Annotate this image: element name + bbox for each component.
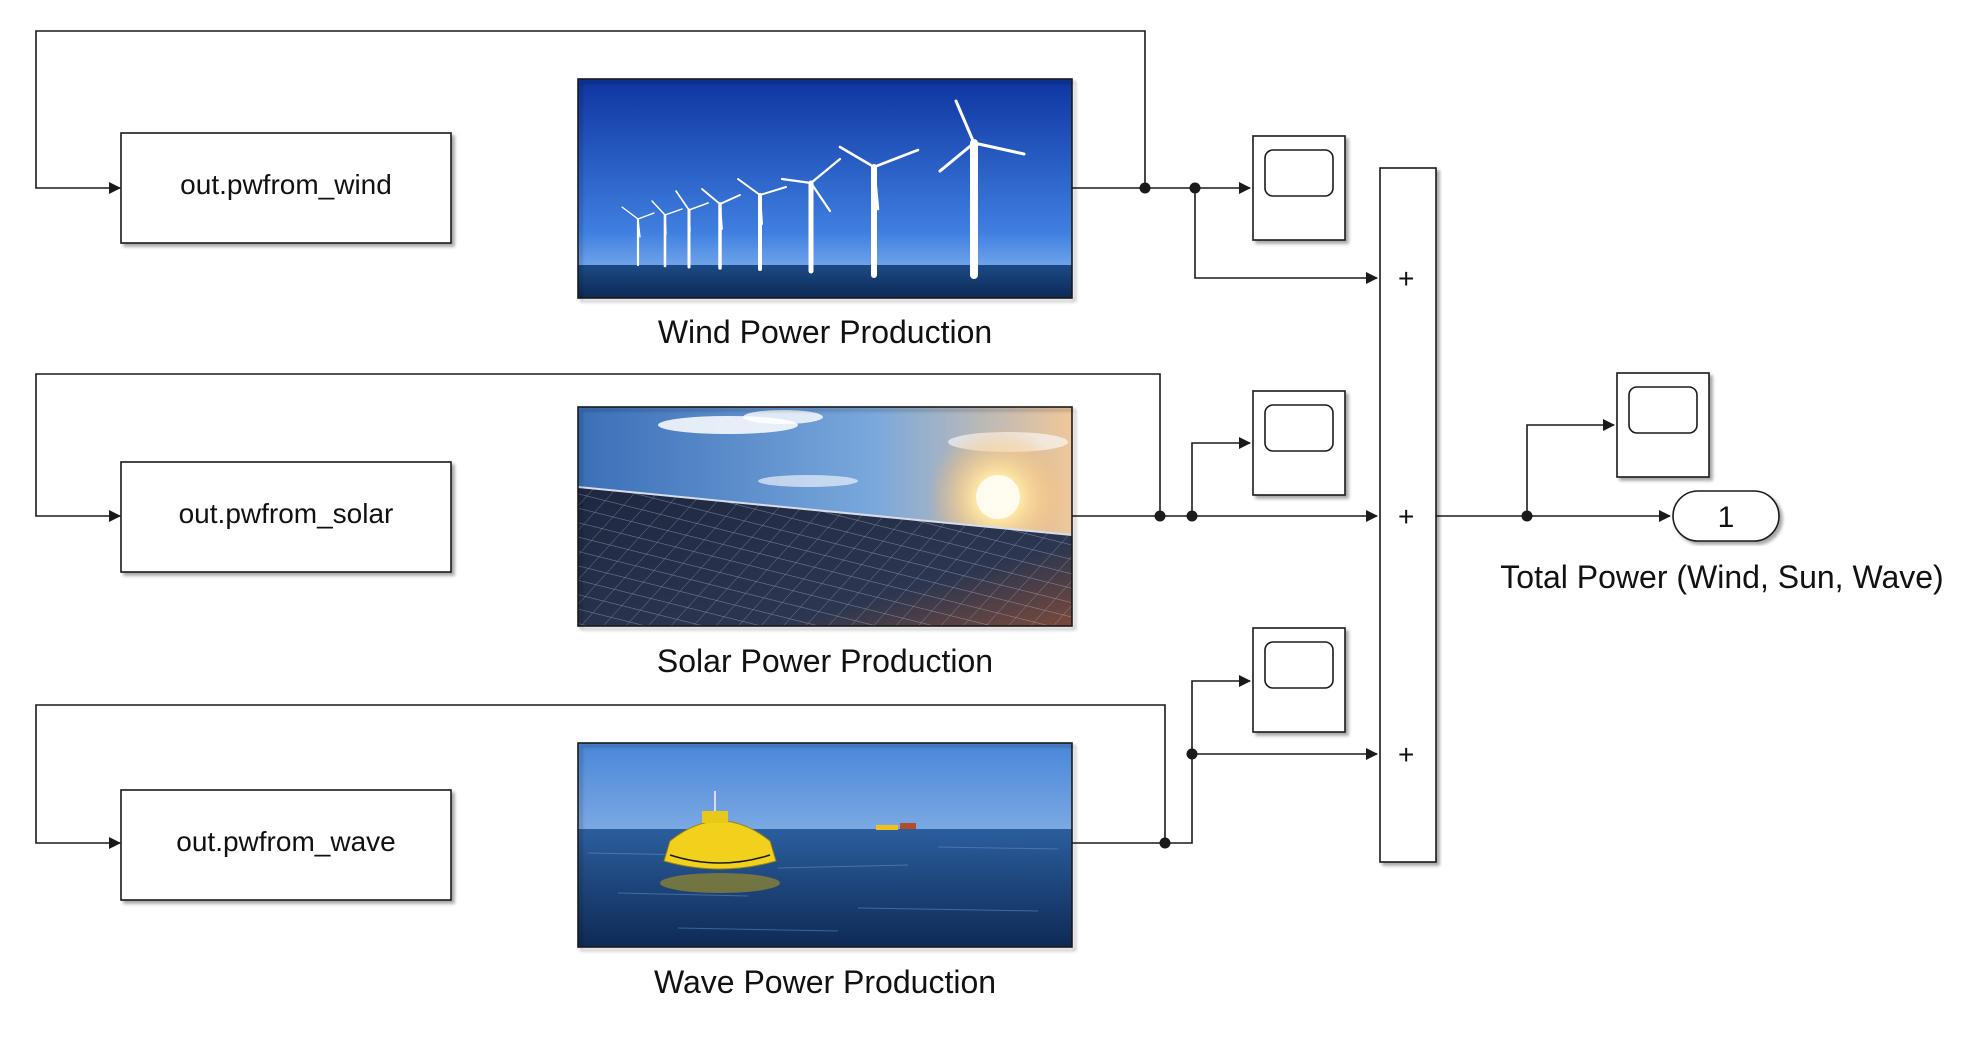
wire-wave-feedback[interactable]: [35, 704, 1166, 849]
wave-buoy-image: [578, 743, 1072, 947]
scope-wave[interactable]: [1252, 627, 1346, 733]
outport-number: 1: [1718, 501, 1735, 534]
outport-total-power[interactable]: 1: [1672, 490, 1780, 542]
solar-caption: Solar Power Production: [657, 643, 993, 679]
branch-point: [1139, 182, 1151, 194]
outport-caption: Total Power (Wind, Sun, Wave): [1500, 559, 1943, 595]
from-wave-block[interactable]: out.pwfrom_wave: [120, 789, 452, 901]
solar-panels-image: [578, 407, 1072, 626]
branch-point: [1189, 182, 1201, 194]
scope-total[interactable]: [1616, 372, 1710, 478]
wires: [35, 30, 1671, 849]
wire-solar-feedback[interactable]: [35, 373, 1161, 522]
from-solar-label: out.pwfrom_solar: [179, 498, 394, 529]
scope-screen-icon: [1264, 149, 1334, 197]
scope-screen-icon: [1264, 404, 1334, 452]
sum-block[interactable]: + + +: [1379, 167, 1437, 863]
branch-point: [1521, 510, 1533, 522]
wire-wind-feedback[interactable]: [35, 30, 1146, 194]
wire-solar-to-scope[interactable]: [1191, 437, 1251, 516]
wave-caption: Wave Power Production: [654, 964, 996, 1000]
from-wind-label: out.pwfrom_wind: [180, 169, 392, 200]
scope-screen-icon: [1628, 386, 1698, 434]
branch-point: [1154, 510, 1166, 522]
from-wave-label: out.pwfrom_wave: [176, 826, 395, 857]
sum-sign-1: +: [1398, 263, 1414, 294]
scope-screen-icon: [1264, 641, 1334, 689]
branch-point: [1186, 510, 1198, 522]
wind-caption: Wind Power Production: [658, 314, 992, 350]
sum-sign-2: +: [1398, 501, 1414, 532]
sum-sign-3: +: [1398, 739, 1414, 770]
from-solar-block[interactable]: out.pwfrom_solar: [120, 461, 452, 573]
wind-power-subsystem[interactable]: Wind Power Production: [577, 78, 1073, 350]
scope-solar[interactable]: [1252, 390, 1346, 496]
branch-point: [1159, 837, 1171, 849]
wind-turbines-image: [578, 79, 1072, 298]
wire-sum-to-scope[interactable]: [1526, 419, 1615, 516]
from-wind-block[interactable]: out.pwfrom_wind: [120, 132, 452, 244]
branch-point: [1186, 748, 1198, 760]
wire-wave-to-scope[interactable]: [1165, 675, 1251, 844]
wire-wind-to-sum[interactable]: [1194, 188, 1378, 284]
wave-power-subsystem[interactable]: Wave Power Production: [577, 742, 1073, 1000]
scope-wind[interactable]: [1252, 135, 1346, 241]
solar-power-subsystem[interactable]: Solar Power Production: [577, 406, 1073, 679]
